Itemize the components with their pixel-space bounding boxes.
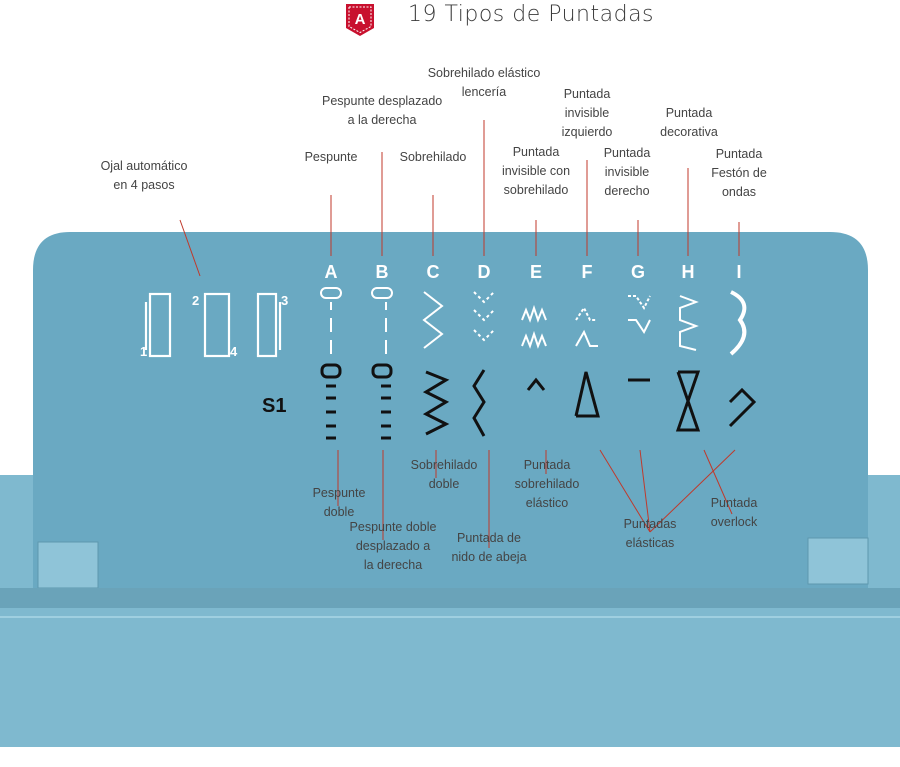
leader-lines [179, 120, 740, 548]
machine-base [0, 588, 900, 747]
stitch-B-double-icon [371, 363, 393, 440]
stitch-letters: A B C D E F G H I [325, 262, 742, 282]
buttonhole-num-3: 3 [281, 293, 288, 308]
logo-letter: A [355, 11, 366, 28]
letter-F: F [582, 262, 593, 282]
buttonhole-num-2: 2 [192, 293, 199, 308]
machine-base-highlight [0, 616, 900, 618]
letter-B: B [376, 262, 389, 282]
stitch-C-double-icon [422, 370, 450, 436]
brand-logo-icon: A [346, 4, 374, 36]
stitch-D-icon [473, 291, 495, 304]
left-hinge [37, 541, 99, 589]
buttonhole-num-1: 1 [140, 344, 147, 359]
stitch-D2-icon [473, 309, 495, 322]
white-stitch-patterns [320, 287, 747, 356]
stitch-E-elastic-icon [526, 377, 546, 391]
letter-C: C [427, 262, 440, 282]
machine-base-edge [0, 588, 900, 608]
right-hinge [807, 537, 869, 585]
header: A 19 Tipos de Puntadas [0, 0, 900, 40]
buttonhole-num-4: 4 [230, 344, 238, 359]
label-pespunte: Pespunte [304, 150, 358, 164]
stitch-B-icon [371, 287, 393, 354]
letter-G: G [631, 262, 645, 282]
letter-D: D [478, 262, 491, 282]
buttonhole-steps-icon [144, 292, 282, 358]
stitch-I-icon [729, 290, 747, 356]
stitch-H-elastic-icon [675, 370, 701, 432]
label-sobrehilado: Sobrehilado [399, 150, 467, 164]
black-stitch-patterns [320, 363, 757, 440]
stitch-D3-icon [473, 329, 495, 342]
stitch-D-honeycomb-icon [472, 369, 486, 437]
page-title: 19 Tipos de Puntadas [408, 2, 655, 27]
stitch-E-icon [521, 304, 547, 323]
letter-H: H [682, 262, 695, 282]
stitch-A-double-icon [320, 363, 342, 440]
stitch-A-icon [320, 287, 342, 354]
stitch-panel [33, 232, 868, 600]
stitch-F-icon [575, 306, 596, 321]
stitch-C-icon [422, 291, 444, 349]
stitch-diagram: A 19 Tipos de Puntadas A B C D E F G H I… [0, 0, 900, 747]
stitch-H-icon [679, 295, 699, 351]
letter-I: I [736, 262, 741, 282]
s1-label: S1 [262, 395, 286, 417]
stitch-F-elastic-icon [574, 371, 600, 418]
stitch-G-icon [628, 295, 651, 310]
stitch-E2-icon [521, 330, 547, 349]
letter-A: A [325, 262, 338, 282]
machine-illustration: A B C D E F G H I S1 1 2 3 4 [0, 120, 900, 747]
stitch-G2-icon [628, 319, 651, 334]
stitch-F2-icon [575, 329, 598, 347]
letter-E: E [530, 262, 542, 282]
stitch-I-overlock-icon [728, 387, 757, 428]
